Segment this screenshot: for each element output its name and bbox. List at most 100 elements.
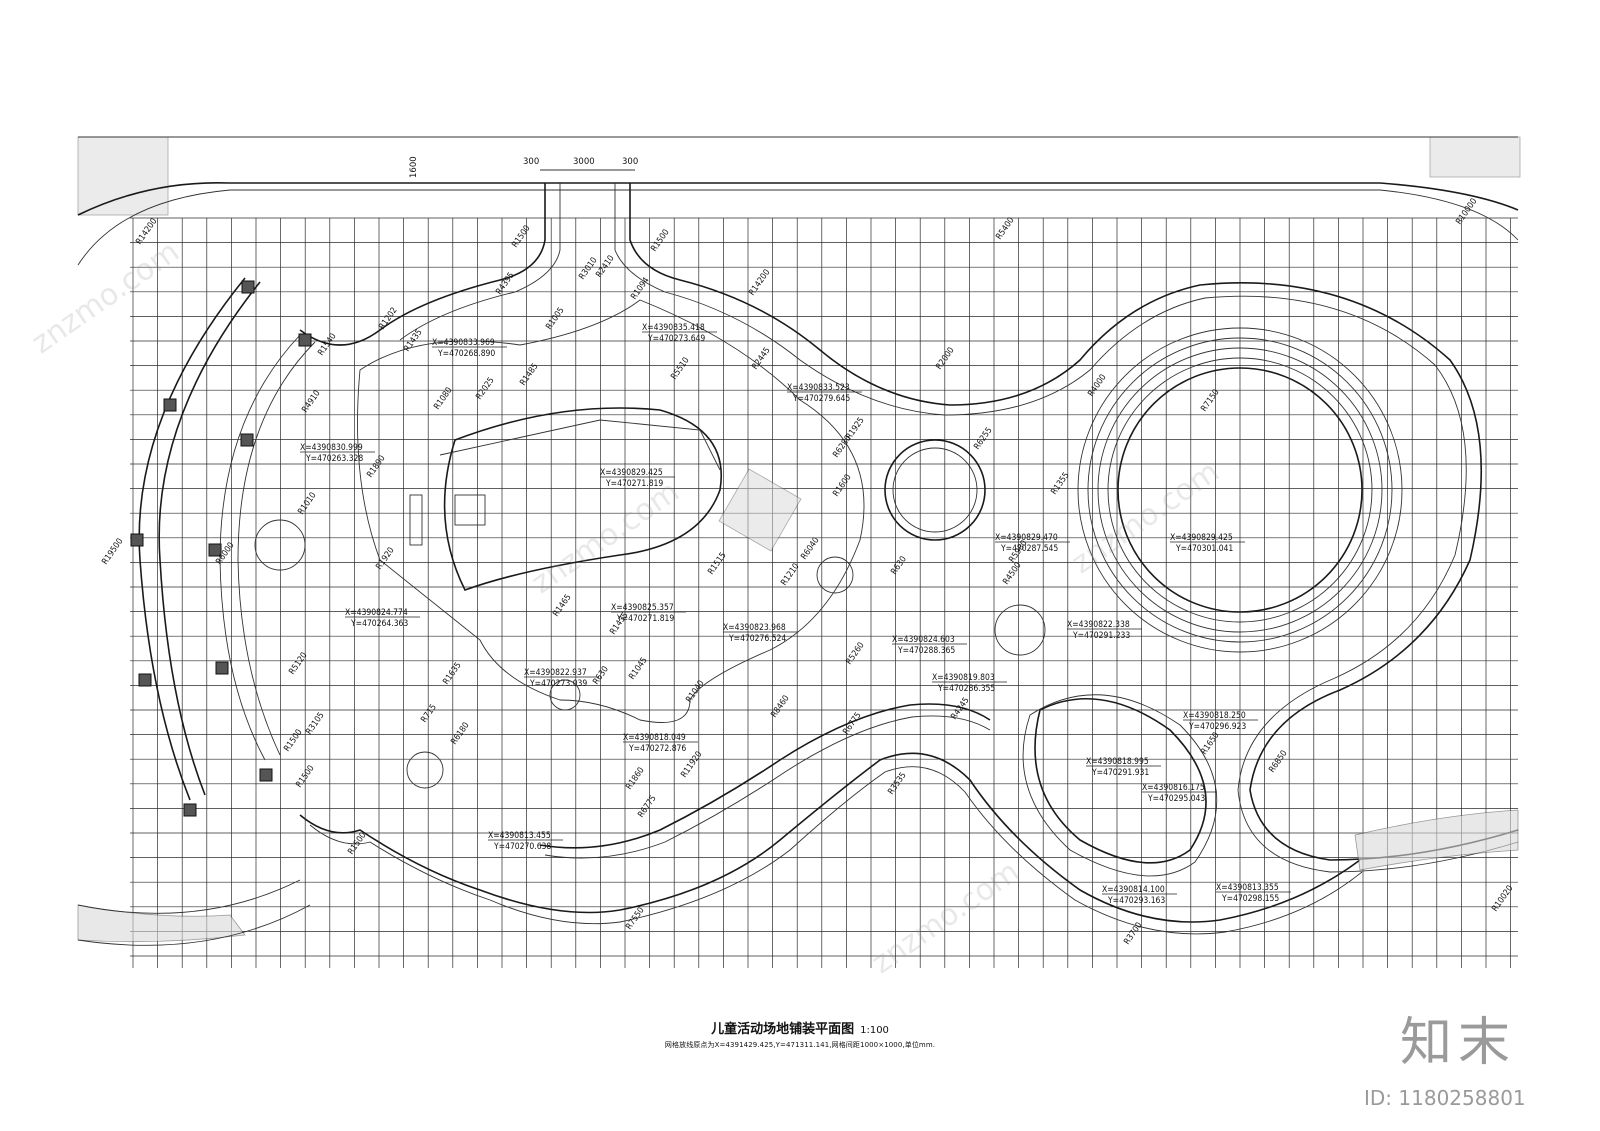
radius-label: R4500 — [1001, 561, 1023, 587]
post-marker — [208, 543, 222, 557]
coord-x: X=4390829.470 — [995, 533, 1058, 543]
coord-y: Y=470291.931 — [1091, 768, 1149, 778]
radius-label: R6850 — [1267, 749, 1289, 775]
post-marker — [215, 661, 229, 675]
coord-x: X=4390822.937 — [524, 668, 587, 678]
radius-label: R1600 — [831, 473, 853, 499]
coord-y: Y=470291.233 — [1072, 631, 1130, 641]
top-paving-band — [77, 136, 1521, 266]
radius-label: R1500 — [649, 228, 671, 254]
post-marker — [240, 433, 254, 447]
coord-x: X=4390823.968 — [723, 623, 786, 633]
radius-label: R5260 — [844, 641, 866, 667]
coord-x: X=4390822.338 — [1067, 620, 1130, 630]
radius-label: R11920 — [679, 750, 704, 780]
coord-x: X=4390829.425 — [1170, 533, 1233, 543]
radius-label: R1045 — [627, 656, 649, 682]
coord-x: X=4390813.355 — [1216, 883, 1279, 893]
coord-y: Y=470271.819 — [605, 479, 663, 489]
radius-label: R14200 — [747, 268, 772, 298]
radius-label: R1080 — [432, 386, 454, 412]
radius-label: R14200 — [134, 217, 159, 247]
coord-y: Y=470279.645 — [792, 394, 850, 404]
coord-y: Y=470273.649 — [647, 334, 705, 344]
coord-y: Y=470293.163 — [1107, 896, 1165, 906]
radius-label: R3010 — [577, 256, 599, 282]
radius-label: R1920 — [374, 546, 396, 572]
coord-x: X=4390818.049 — [623, 733, 686, 743]
dim-top-left: 300 — [523, 157, 539, 167]
drawing-note: 网格放线原点为X=4391429.425,Y=471311.141,网格间距10… — [664, 1041, 936, 1049]
curved-paving-paths — [77, 183, 1519, 946]
post-marker — [163, 398, 177, 412]
drawing-scale: 1:100 — [860, 1025, 889, 1036]
radius-label: R10020 — [1490, 884, 1515, 914]
dim-top-right: 300 — [622, 157, 638, 167]
radius-label: R1515 — [706, 551, 728, 577]
radius-label: R6280 — [831, 434, 853, 460]
coord-y: Y=470295.043 — [1147, 794, 1205, 804]
coord-x: X=4390829.425 — [600, 468, 663, 478]
radius-label: R6040 — [799, 536, 821, 562]
radius-label: R1500 — [282, 728, 304, 754]
post-marker — [259, 768, 273, 782]
dim-vertical: 1600 — [409, 156, 419, 178]
coord-y: Y=470272.876 — [628, 744, 686, 754]
coord-x: X=4390818.995 — [1086, 757, 1149, 767]
coord-y: Y=470268.890 — [437, 349, 495, 359]
column-posts — [130, 280, 312, 817]
coord-y: Y=470301.041 — [1175, 544, 1233, 554]
radius-label: R1005 — [544, 306, 566, 332]
radius-label: R6255 — [972, 426, 994, 452]
radius-label: R1210 — [779, 562, 801, 588]
post-marker — [130, 533, 144, 547]
drawing-title-text: 儿童活动场地铺装平面图 — [711, 1022, 855, 1037]
coord-x: X=4390824.774 — [345, 608, 408, 618]
coord-y: Y=470264.363 — [350, 619, 408, 629]
radius-label: R1860 — [624, 766, 646, 792]
radius-label: R1500 — [510, 224, 532, 250]
radius-label: R715 — [419, 703, 439, 725]
radius-label: R1094 — [629, 276, 651, 302]
radius-label: R2000 — [934, 346, 956, 372]
radius-label: R1010 — [296, 491, 318, 517]
coord-y: Y=470288.365 — [897, 646, 955, 656]
brand-logo: 知末 — [1400, 1013, 1517, 1073]
radius-label: R5510 — [669, 356, 691, 382]
coord-x: X=4390814.100 — [1102, 885, 1165, 895]
radius-label: R7150 — [1199, 388, 1221, 414]
radius-label: R6775 — [841, 711, 863, 737]
top-dimensions: 300 3000 300 1600 — [409, 156, 638, 178]
post-marker — [138, 673, 152, 687]
radius-label: R4910 — [300, 389, 322, 415]
coord-x: X=4390824.603 — [892, 635, 955, 645]
coord-x: X=4390830.999 — [300, 443, 363, 453]
radius-label: R1355 — [1049, 471, 1071, 497]
dim-top-mid: 3000 — [573, 157, 595, 167]
coord-y: Y=470263.328 — [305, 454, 363, 464]
coord-x: X=4390819.803 — [932, 673, 995, 683]
radius-label: R19500 — [100, 537, 125, 567]
coord-y: Y=470273.039 — [529, 679, 587, 689]
radius-label: R4245 — [949, 696, 971, 722]
coord-x: X=4390833.523 — [787, 383, 850, 393]
coord-y: Y=470296.923 — [1188, 722, 1246, 732]
